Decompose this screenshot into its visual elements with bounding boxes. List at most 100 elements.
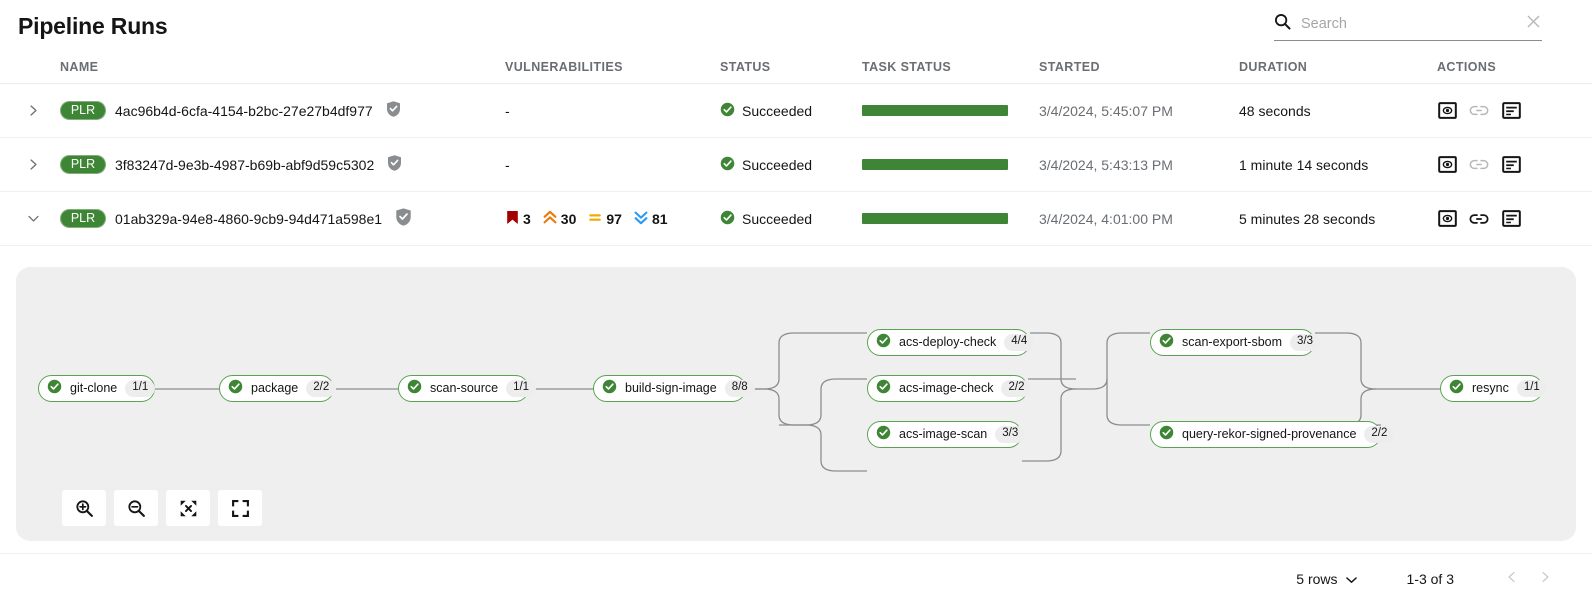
row-actions-cell[interactable] bbox=[1437, 191, 1592, 246]
graph-node-count: 4/4 bbox=[1004, 334, 1035, 351]
graph-node-scan-export-sbom[interactable]: scan-export-sbom 3/3 bbox=[1150, 329, 1321, 356]
pipeline-run-name[interactable]: 4ac96b4d-6cfa-4154-b2bc-27e27b4df977 bbox=[115, 102, 373, 119]
check-circle-icon bbox=[47, 379, 62, 399]
zoom-out-button[interactable] bbox=[114, 490, 158, 526]
duration-text: 48 seconds bbox=[1239, 102, 1311, 119]
vulnerability-count: 81 bbox=[651, 210, 668, 227]
graph-node-scan-source[interactable]: scan-source 1/1 bbox=[398, 375, 537, 402]
severity-critical-icon bbox=[506, 210, 519, 228]
pagination-next-button[interactable] bbox=[1528, 562, 1562, 596]
row-status-cell: Succeeded bbox=[720, 191, 862, 246]
graph-node-package[interactable]: package 2/2 bbox=[219, 375, 337, 402]
row-duration-cell: 1 minute 14 seconds bbox=[1239, 137, 1437, 192]
check-circle-icon bbox=[1159, 425, 1174, 445]
reset-view-button[interactable] bbox=[218, 490, 262, 526]
table-footer: 5 rows 1-3 of 3 bbox=[0, 553, 1592, 604]
row-vulnerabilities-cell: 3 30 97 bbox=[505, 191, 720, 246]
vulnerability-count: 3 bbox=[523, 210, 531, 227]
check-circle-icon bbox=[876, 425, 891, 445]
chevron-right-icon[interactable] bbox=[22, 154, 44, 176]
graph-node-count: 2/2 bbox=[1364, 426, 1395, 443]
check-circle-icon bbox=[720, 156, 735, 174]
row-expand-cell[interactable] bbox=[0, 191, 60, 246]
row-name-cell[interactable]: PLR 3f83247d-9e3b-4987-b69b-abf9d59c5302 bbox=[60, 137, 505, 192]
search-input[interactable] bbox=[1301, 16, 1515, 32]
document-lines-icon[interactable] bbox=[1501, 209, 1521, 229]
eye-in-box-icon[interactable] bbox=[1437, 101, 1457, 121]
column-header-status: STATUS bbox=[720, 52, 862, 84]
graph-node-resync[interactable]: resync 1/1 bbox=[1440, 375, 1547, 402]
eye-in-box-icon[interactable] bbox=[1437, 209, 1457, 229]
row-name-cell[interactable]: PLR 01ab329a-94e8-4860-9cb9-94d471a598e1 bbox=[60, 191, 505, 246]
fit-to-screen-button[interactable] bbox=[166, 490, 210, 526]
shield-check-icon bbox=[386, 154, 403, 175]
link-icon[interactable] bbox=[1469, 101, 1489, 121]
vulnerabilities-empty: - bbox=[505, 102, 510, 119]
chevron-right-icon bbox=[1539, 570, 1552, 589]
graph-node-count: 1/1 bbox=[125, 380, 156, 397]
pipeline-runs-table: NAME VULNERABILITIES STATUS TASK STATUS … bbox=[0, 52, 1592, 246]
plr-badge: PLR bbox=[60, 100, 106, 121]
pagination-prev-button[interactable] bbox=[1494, 562, 1528, 596]
pipeline-graph-panel[interactable]: git-clone 1/1 package 2/2 scan-source 1/… bbox=[16, 267, 1576, 541]
status-label: Succeeded bbox=[742, 210, 813, 227]
page-title: Pipeline Runs bbox=[18, 12, 168, 39]
search-box[interactable] bbox=[1274, 11, 1542, 41]
graph-node-count: 3/3 bbox=[995, 426, 1026, 443]
row-vulnerabilities-cell: - bbox=[505, 137, 720, 192]
document-lines-icon[interactable] bbox=[1501, 101, 1521, 121]
graph-node-count: 1/1 bbox=[506, 380, 537, 397]
column-header-expand bbox=[0, 52, 60, 84]
table-row[interactable]: PLR 3f83247d-9e3b-4987-b69b-abf9d59c5302… bbox=[0, 137, 1592, 192]
chevron-right-icon[interactable] bbox=[22, 100, 44, 122]
graph-node-label: git-clone bbox=[70, 381, 118, 396]
vulnerability-moderate: 97 bbox=[588, 210, 622, 228]
check-circle-icon bbox=[602, 379, 617, 399]
duration-text: 5 minutes 28 seconds bbox=[1239, 210, 1376, 227]
graph-node-build-sign-image[interactable]: build-sign-image 8/8 bbox=[593, 375, 755, 402]
row-actions-cell[interactable] bbox=[1437, 83, 1592, 138]
vulnerabilities-empty: - bbox=[505, 156, 510, 173]
row-started-cell: 3/4/2024, 5:43:13 PM bbox=[1039, 137, 1239, 192]
row-started-cell: 3/4/2024, 4:01:00 PM bbox=[1039, 191, 1239, 246]
row-expand-cell[interactable] bbox=[0, 137, 60, 192]
column-header-duration: DURATION bbox=[1239, 52, 1437, 84]
graph-node-acs-deploy-check[interactable]: acs-deploy-check 4/4 bbox=[867, 329, 1035, 356]
graph-node-acs-image-check[interactable]: acs-image-check 2/2 bbox=[867, 375, 1032, 402]
row-vulnerabilities-cell: - bbox=[505, 83, 720, 138]
zoom-in-button[interactable] bbox=[62, 490, 106, 526]
graph-node-count: 2/2 bbox=[306, 380, 337, 397]
eye-in-box-icon[interactable] bbox=[1437, 155, 1457, 175]
row-expand-cell[interactable] bbox=[0, 83, 60, 138]
row-name-cell[interactable]: PLR 4ac96b4d-6cfa-4154-b2bc-27e27b4df977 bbox=[60, 83, 505, 138]
document-lines-icon[interactable] bbox=[1501, 155, 1521, 175]
rows-per-page-select[interactable]: 5 rows bbox=[1288, 567, 1364, 591]
graph-node-git-clone[interactable]: git-clone 1/1 bbox=[38, 375, 156, 402]
link-icon[interactable] bbox=[1469, 155, 1489, 175]
vulnerability-low: 81 bbox=[634, 210, 668, 228]
severity-important-icon bbox=[543, 210, 557, 228]
column-header-name: NAME bbox=[60, 52, 505, 84]
pipeline-run-name[interactable]: 01ab329a-94e8-4860-9cb9-94d471a598e1 bbox=[115, 210, 383, 227]
severity-moderate-icon bbox=[588, 210, 602, 228]
table-row[interactable]: PLR 4ac96b4d-6cfa-4154-b2bc-27e27b4df977… bbox=[0, 83, 1592, 138]
link-icon[interactable] bbox=[1469, 209, 1489, 229]
check-circle-icon bbox=[407, 379, 422, 399]
graph-node-acs-image-scan[interactable]: acs-image-scan 3/3 bbox=[867, 421, 1026, 448]
task-status-bar bbox=[862, 213, 1008, 224]
pipeline-graph-edges bbox=[155, 332, 1440, 472]
shield-check-icon bbox=[385, 100, 402, 121]
table-header: NAME VULNERABILITIES STATUS TASK STATUS … bbox=[0, 52, 1592, 84]
chevron-down-icon[interactable] bbox=[22, 208, 44, 230]
chevron-down-icon bbox=[1345, 571, 1357, 587]
check-circle-icon bbox=[720, 102, 735, 120]
table-row[interactable]: PLR 01ab329a-94e8-4860-9cb9-94d471a598e1… bbox=[0, 191, 1592, 246]
row-actions-cell[interactable] bbox=[1437, 137, 1592, 192]
check-circle-icon bbox=[1159, 333, 1174, 353]
close-icon[interactable] bbox=[1525, 14, 1542, 34]
page-header: Pipeline Runs bbox=[0, 0, 1592, 52]
graph-node-query-rekor-signed-provenance[interactable]: query-rekor-signed-provenance 2/2 bbox=[1150, 421, 1395, 448]
status-label: Succeeded bbox=[742, 102, 813, 119]
pipeline-run-name[interactable]: 3f83247d-9e3b-4987-b69b-abf9d59c5302 bbox=[115, 156, 375, 173]
started-timestamp: 3/4/2024, 5:43:13 PM bbox=[1039, 156, 1173, 173]
